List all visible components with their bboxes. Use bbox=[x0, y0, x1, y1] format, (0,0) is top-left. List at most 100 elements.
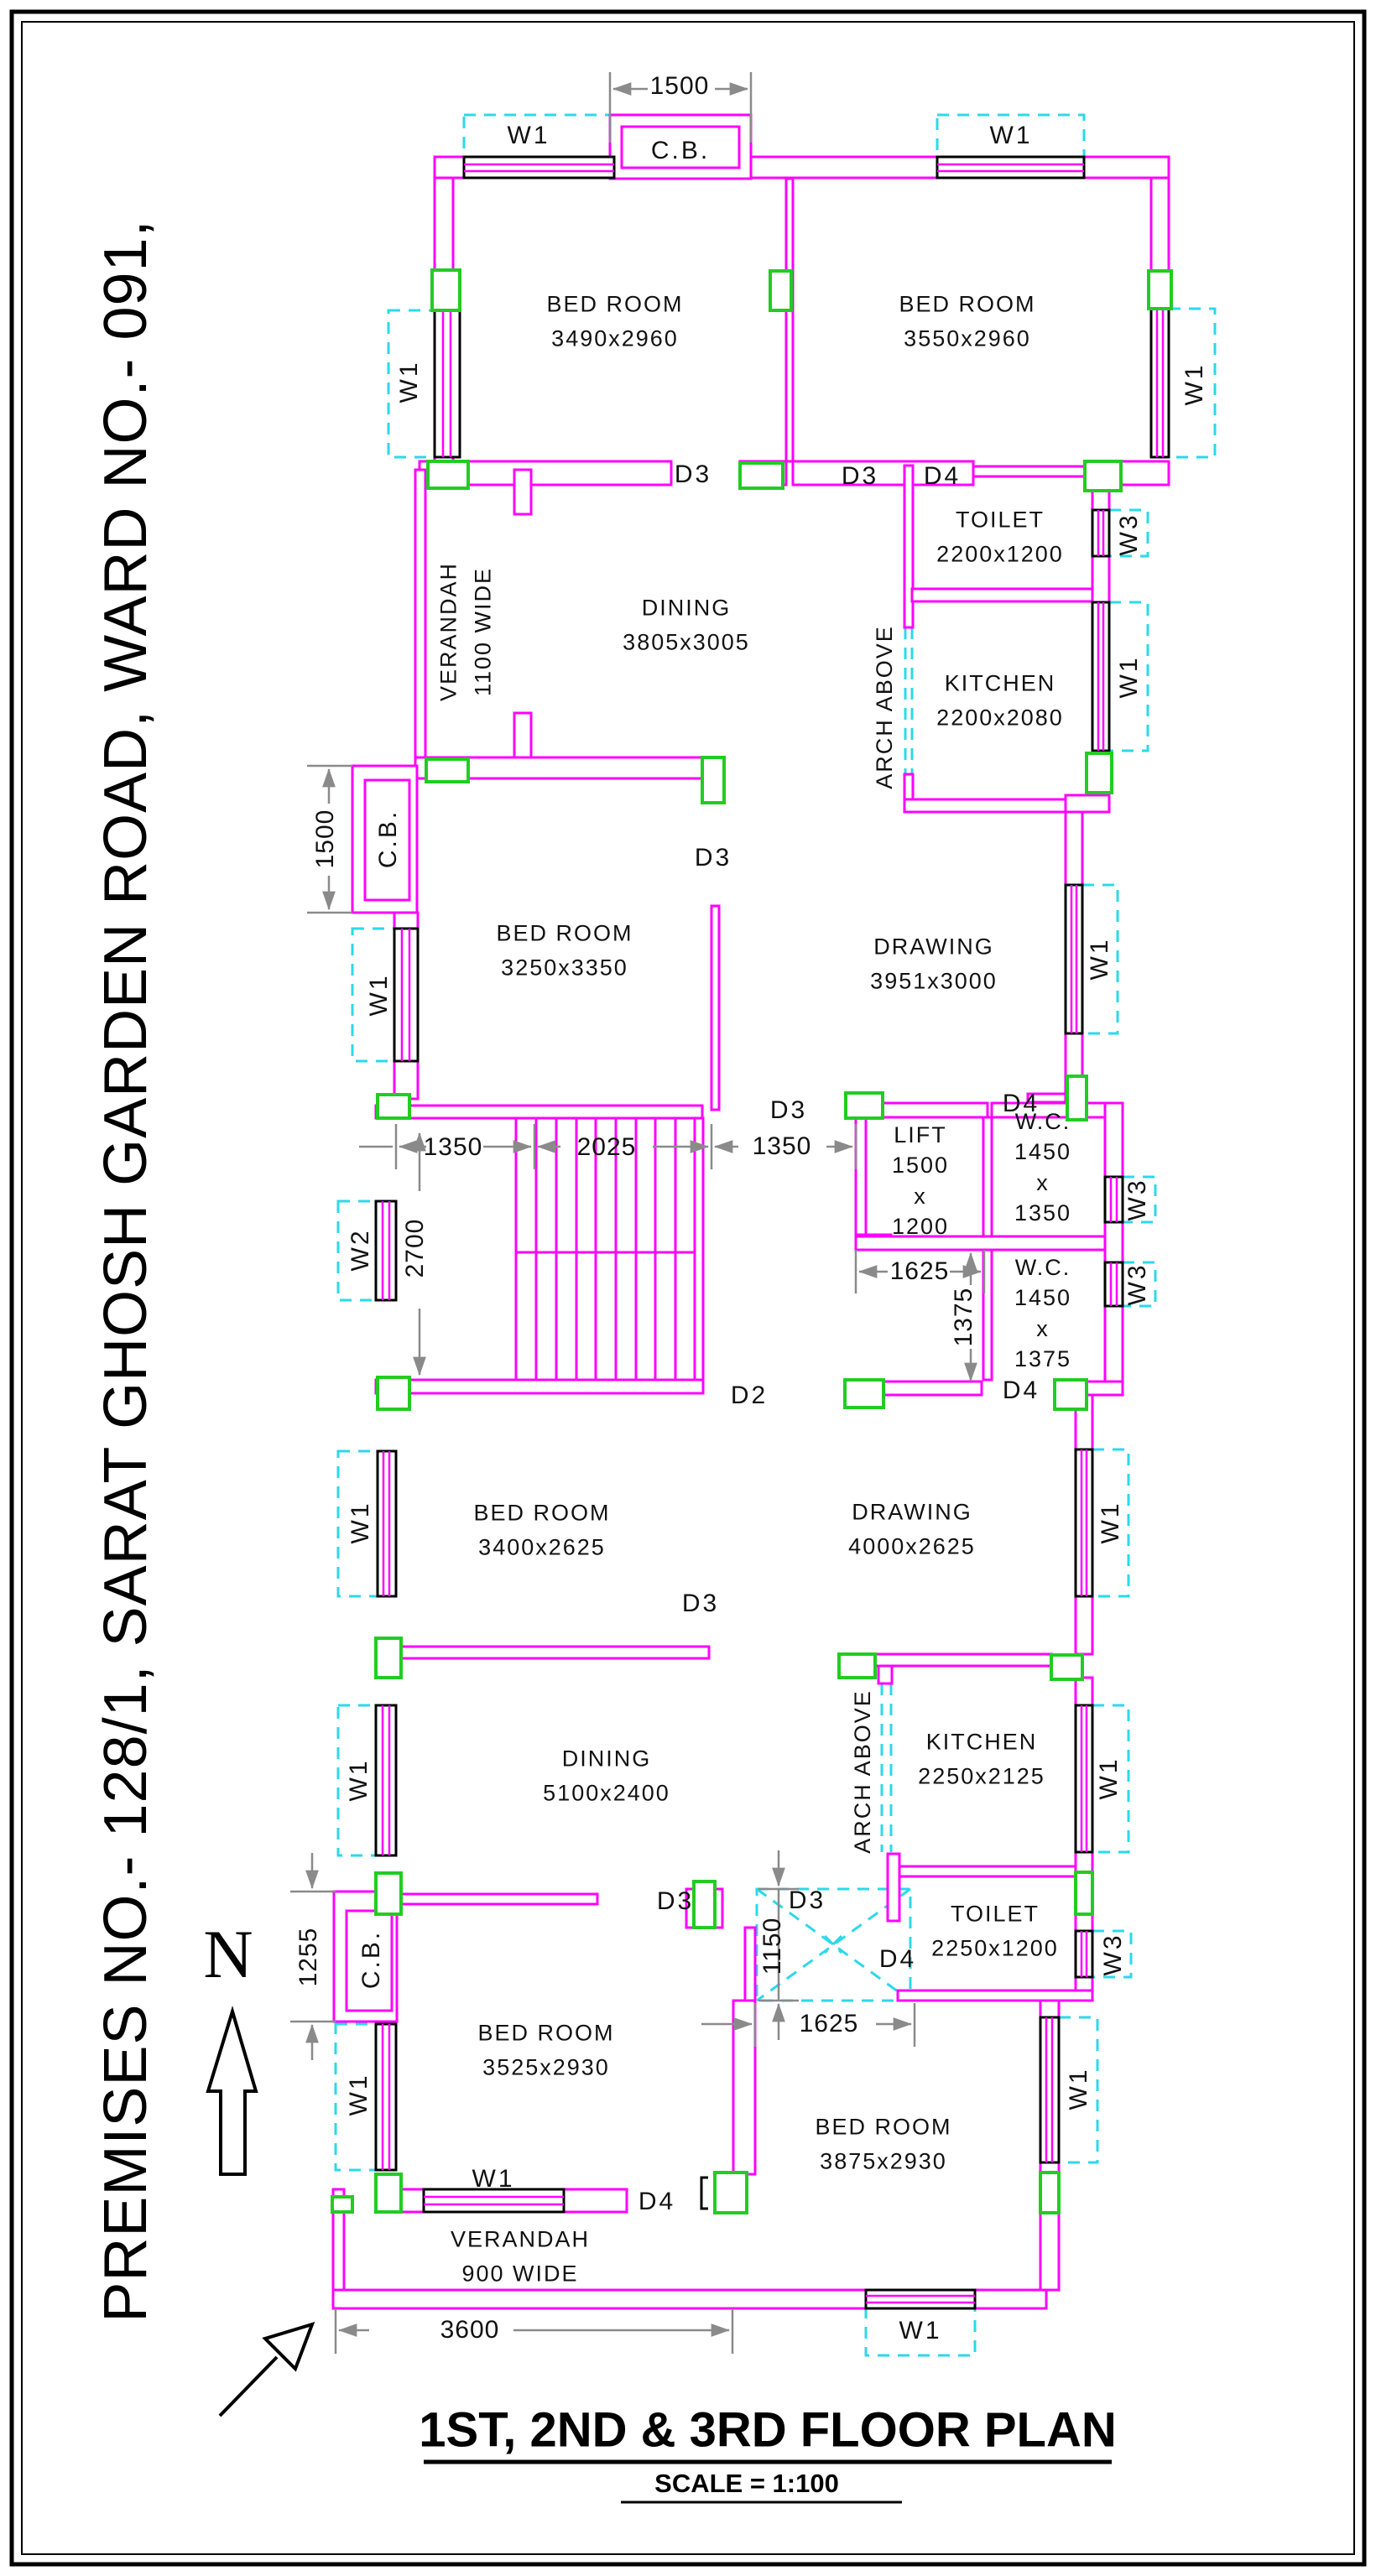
window-tag-w1: W1 bbox=[345, 2073, 373, 2116]
window-tag-w2: W2 bbox=[347, 1228, 374, 1272]
cb-tag: C.B. bbox=[650, 137, 711, 164]
room-size: 1500 bbox=[891, 1153, 950, 1179]
room-name: BED ROOM bbox=[815, 2114, 952, 2140]
room-name: DINING bbox=[641, 595, 732, 621]
room-size: 3525x2930 bbox=[482, 2054, 610, 2079]
arch-above-label-1: ARCH ABOVE bbox=[871, 625, 897, 789]
door-tag-d4: D4 bbox=[1002, 1090, 1040, 1117]
room-label-toilet1: TOILET 2200x1200 bbox=[936, 503, 1064, 571]
north-arrow-icon bbox=[206, 2006, 258, 2176]
door-bracket bbox=[700, 2176, 708, 2210]
room-label-dining2: DINING 5100x2400 bbox=[543, 1742, 670, 1810]
room-name: BED ROOM bbox=[473, 1500, 611, 1526]
window-tag-w3: W3 bbox=[1115, 513, 1143, 556]
room-name: DRAWING bbox=[852, 1499, 972, 1525]
room-name: LIFT bbox=[894, 1122, 947, 1148]
arch-above-label-2: ARCH ABOVE bbox=[849, 1689, 875, 1854]
windows bbox=[374, 155, 1170, 2310]
window-glazing bbox=[381, 163, 1165, 2304]
window-tag-w3: W3 bbox=[1123, 1262, 1151, 1306]
room-size: 5100x2400 bbox=[543, 1780, 670, 1805]
door-tag-d3: D3 bbox=[788, 1886, 826, 1914]
room-size: 3550x2960 bbox=[904, 325, 1031, 351]
window-tag-w1: W1 bbox=[365, 973, 393, 1017]
door-tag-d3: D3 bbox=[769, 1096, 808, 1124]
room-name: BED ROOM bbox=[496, 920, 633, 946]
dim-cb-top: 1500 bbox=[649, 72, 710, 100]
room-label-bed-tl: BED ROOM 3490x2960 bbox=[546, 288, 683, 356]
room-name: TOILET bbox=[955, 507, 1045, 533]
dim-shaft-height: 1150 bbox=[758, 1917, 786, 1975]
door-tag-d3: D3 bbox=[694, 844, 732, 872]
dim-shaft-width: 1625 bbox=[799, 2010, 859, 2037]
room-size: 3951x3000 bbox=[870, 968, 998, 993]
sheet-border bbox=[9, 9, 1367, 2567]
door-fittings bbox=[331, 268, 1173, 2214]
door-tag-d3: D3 bbox=[841, 462, 879, 490]
window-tag-w1: W1 bbox=[899, 2317, 942, 2344]
room-size: 2200x1200 bbox=[936, 541, 1064, 566]
window-tag-w1: W1 bbox=[345, 1758, 373, 1802]
shaft-cross bbox=[755, 1887, 912, 2002]
room-name: VERANDAH bbox=[450, 2226, 591, 2252]
dim-verandah-width: 3600 bbox=[440, 2316, 500, 2344]
room-name: VERANDAH bbox=[435, 561, 461, 702]
room-size: 3250x3350 bbox=[501, 955, 628, 980]
dimension-lines bbox=[290, 72, 986, 2354]
room-label-drawing2: DRAWING 4000x2625 bbox=[848, 1496, 976, 1564]
room-label-verandah2: VERANDAH 900 WIDE bbox=[451, 2223, 590, 2291]
room-name: DINING bbox=[561, 1746, 652, 1772]
room-size: x bbox=[1036, 1316, 1050, 1341]
room-name: DRAWING bbox=[873, 934, 994, 960]
dim-stair-height: 2700 bbox=[401, 1218, 429, 1278]
title-rules bbox=[424, 2459, 1112, 2504]
door-tag-d3: D3 bbox=[681, 1590, 720, 1617]
room-size: 1100 WIDE bbox=[470, 566, 495, 697]
room-size: 3490x2960 bbox=[551, 325, 679, 351]
window-dashed-boxes bbox=[334, 113, 1217, 2357]
room-name: KITCHEN bbox=[925, 1729, 1038, 1755]
door-tag-d3: D3 bbox=[674, 461, 712, 488]
door-tag-d3: D3 bbox=[656, 1887, 695, 1915]
room-label-bed-ml: BED ROOM 3250x3350 bbox=[496, 917, 633, 985]
room-size: 1200 bbox=[891, 1214, 950, 1240]
room-label-bed-cl: BED ROOM 3400x2625 bbox=[473, 1496, 610, 1564]
premises-side-text: PREMISES NO.- 128/1, SARAT GHOSH GARDEN … bbox=[92, 219, 159, 2323]
room-size: 3400x2625 bbox=[478, 1534, 606, 1559]
room-label-verandah1: VERANDAH 1100 WIDE bbox=[432, 562, 500, 701]
room-size: 1450 bbox=[1014, 1285, 1072, 1311]
room-label-wc2: W.C. 1450 x 1375 bbox=[1014, 1252, 1071, 1375]
window-tag-w1: W1 bbox=[1086, 937, 1113, 981]
dim-lift-lobby: 1625 bbox=[889, 1257, 950, 1285]
window-tag-w1: W1 bbox=[989, 122, 1033, 149]
window-tag-w1: W1 bbox=[472, 2165, 515, 2193]
room-label-drawing1: DRAWING 3951x3000 bbox=[870, 930, 998, 998]
window-tag-w1: W1 bbox=[1181, 362, 1208, 406]
scale-label: SCALE = 1:100 bbox=[654, 2469, 839, 2498]
door-tag-d4: D4 bbox=[1002, 1376, 1040, 1404]
window-tag-w3: W3 bbox=[1099, 1933, 1127, 1976]
plan-title: 1ST, 2ND & 3RD FLOOR PLAN bbox=[419, 2402, 1117, 2458]
room-name: BED ROOM bbox=[546, 291, 684, 317]
room-name: TOILET bbox=[950, 1901, 1040, 1927]
room-size: 2200x2080 bbox=[936, 705, 1064, 730]
door-tag-d2: D2 bbox=[730, 1382, 769, 1409]
window-tag-w1: W1 bbox=[507, 122, 550, 149]
north-letter: N bbox=[203, 1916, 253, 1992]
dim-cb-bottom: 1255 bbox=[294, 1927, 322, 1987]
room-size: 1375 bbox=[1014, 1346, 1072, 1372]
room-size: 4000x2625 bbox=[848, 1533, 976, 1559]
room-size: 900 WIDE bbox=[461, 2261, 579, 2286]
window-tag-w1: W1 bbox=[347, 1501, 374, 1544]
room-name: W.C. bbox=[1014, 1255, 1071, 1281]
window-tag-w3: W3 bbox=[1123, 1178, 1151, 1221]
